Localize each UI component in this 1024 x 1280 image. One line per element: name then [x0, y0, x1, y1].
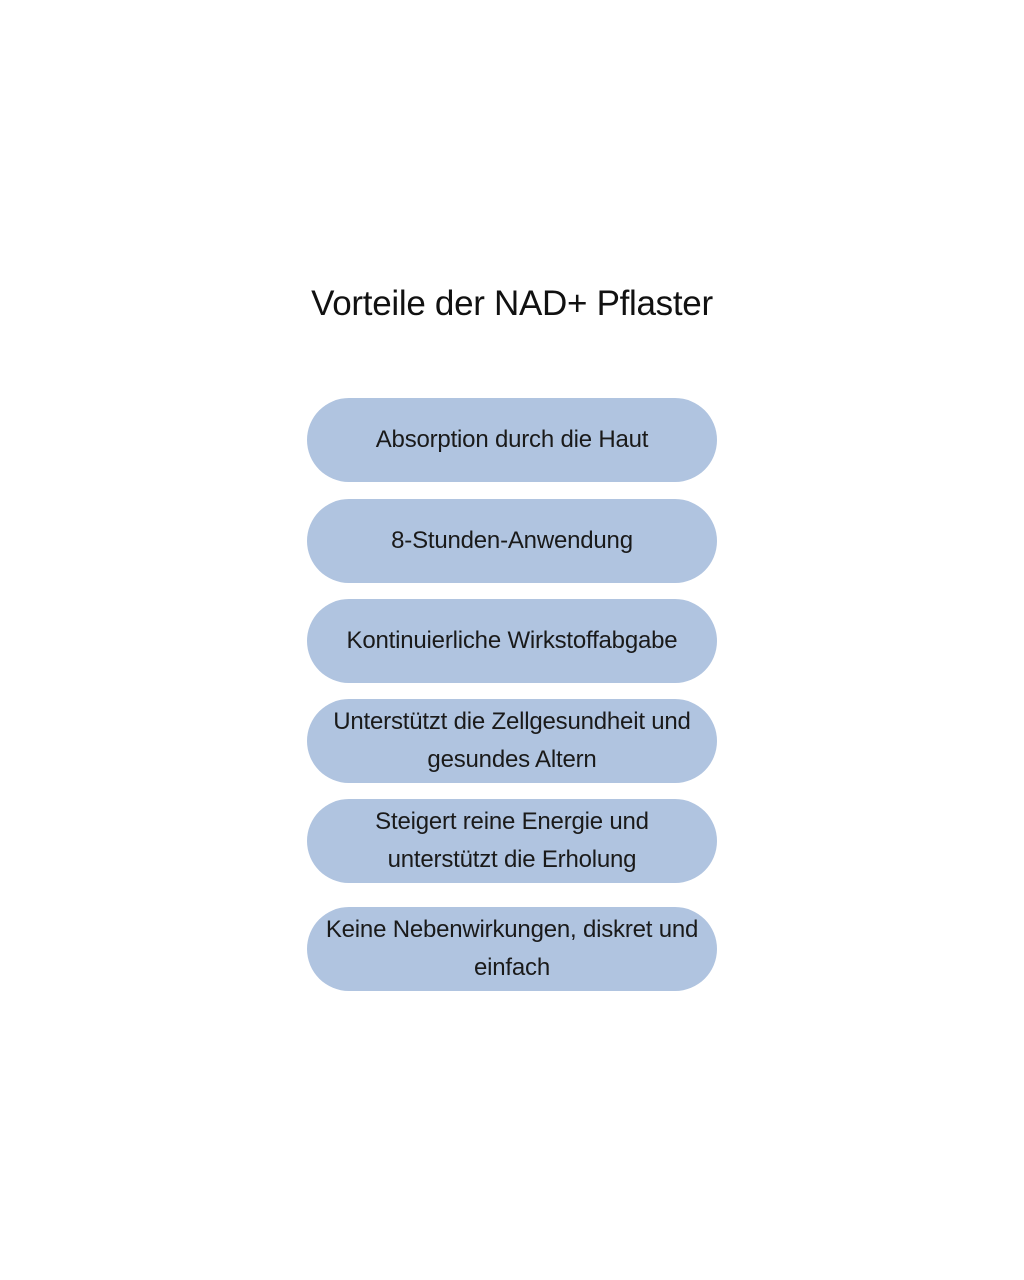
benefit-pill-continuous-release: Kontinuierliche Wirkstoffabgabe	[307, 599, 717, 683]
diagram-title: Vorteile der NAD+ Pflaster	[311, 284, 713, 323]
benefit-pill-energy: Steigert reine Energie und unterstützt d…	[307, 799, 717, 883]
benefit-pill-8-hour-application: 8-Stunden-Anwendung	[307, 499, 717, 583]
benefit-label: Steigert reine Energie und unterstützt d…	[375, 808, 649, 873]
benefit-label: 8-Stunden-Anwendung	[391, 527, 633, 554]
benefit-label: Unterstützt die Zellgesundheit und gesun…	[333, 708, 691, 773]
benefit-pill-no-side-effects: Keine Nebenwirkungen, diskret und einfac…	[307, 907, 717, 991]
benefit-pill-absorption: Absorption durch die Haut	[307, 398, 717, 482]
benefit-label: Keine Nebenwirkungen, diskret und einfac…	[325, 916, 699, 981]
benefit-pill-cell-health: Unterstützt die Zellgesundheit und gesun…	[307, 699, 717, 783]
benefit-label: Kontinuierliche Wirkstoffabgabe	[346, 627, 678, 654]
benefit-label: Absorption durch die Haut	[375, 426, 649, 453]
